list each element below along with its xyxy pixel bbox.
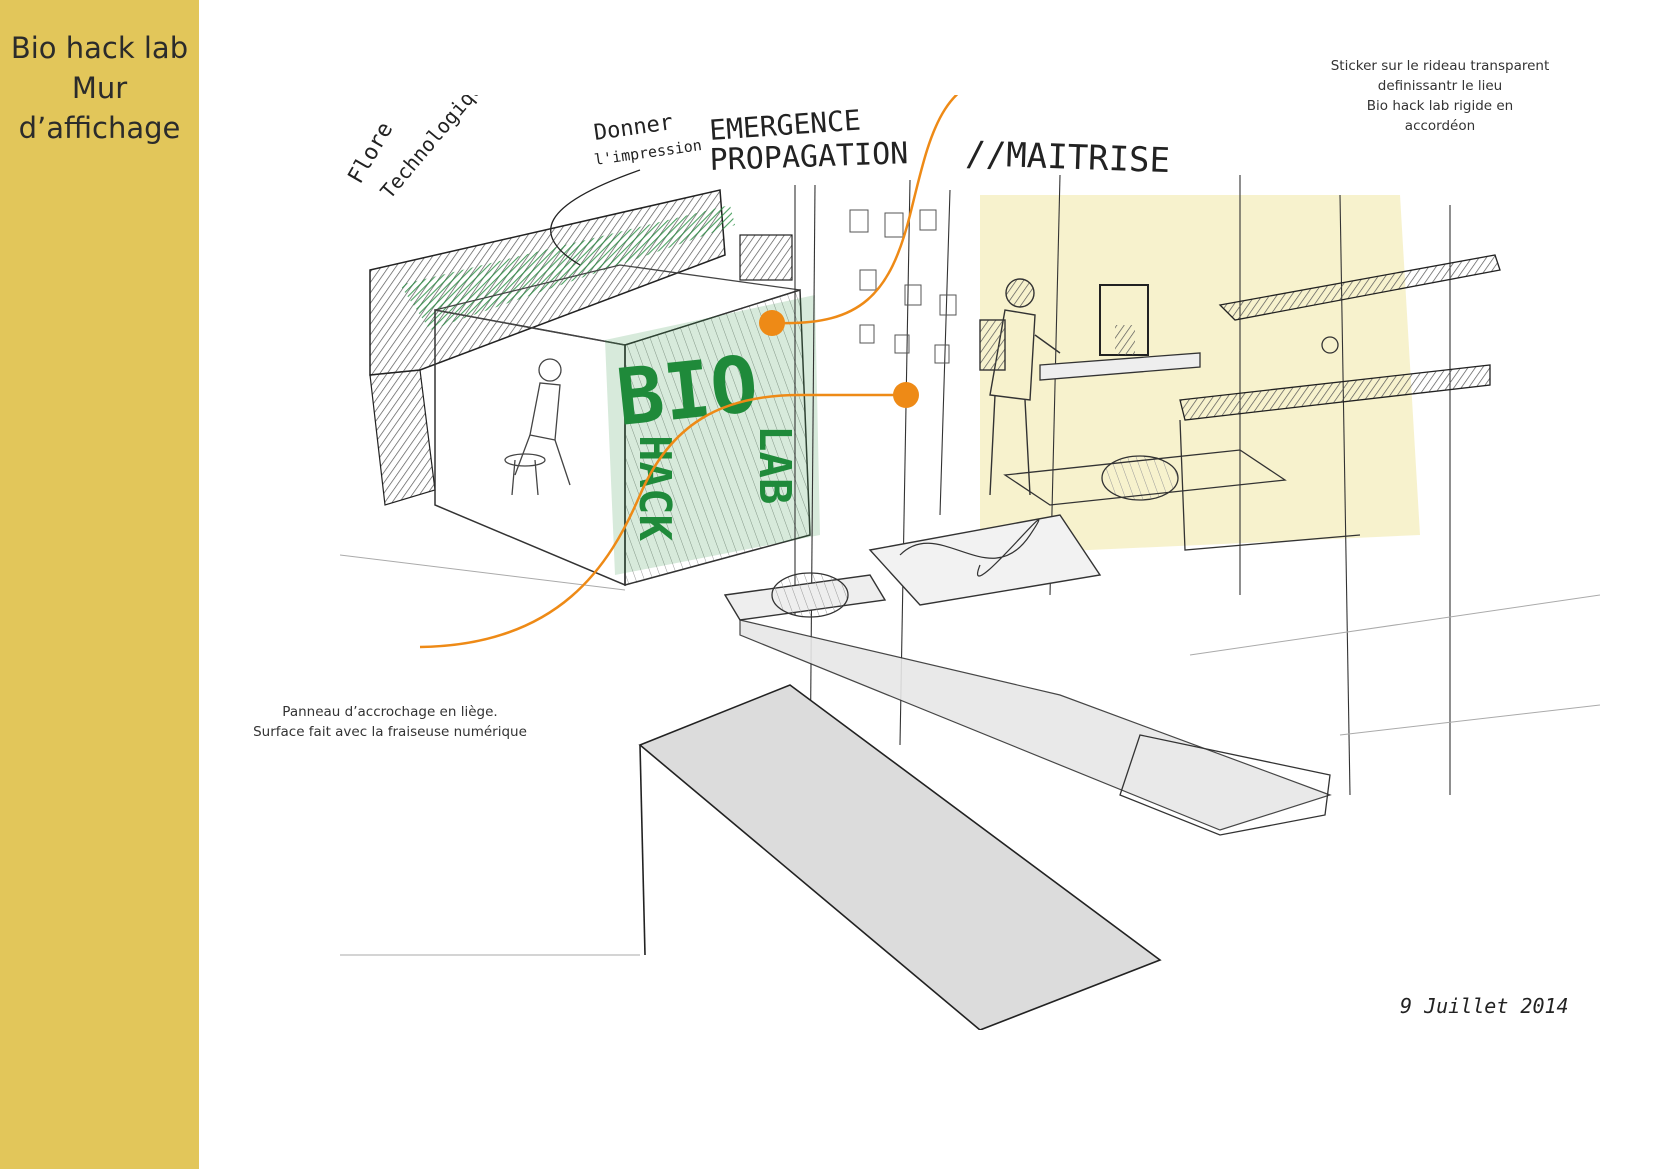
maitrise-label: //MAITRISE [965,134,1171,181]
dark-left-wall [369,369,436,506]
right-box [1179,419,1361,551]
long-table [739,619,1332,831]
title-line-1: Bio hack lab [10,31,189,65]
hanging-ornament [1321,336,1339,354]
pinned-papers [849,209,957,364]
annotation-line: Surface fait avec la fraiseuse numérique [253,724,527,740]
annotation-line: accordéon [1404,118,1476,134]
mid-right-shelf [1179,364,1491,421]
front-table-top [638,684,1162,1030]
callout-line-top [779,95,959,325]
desk-top [1039,352,1201,381]
sketch-illustration: BIO HACK LAB [340,95,1600,1030]
front-table-leg [639,744,646,956]
tangled-cables [899,519,1040,577]
pointer-line [550,169,641,266]
hack-letters: HACK [629,435,680,541]
title-line-3: d’affichage [18,111,181,145]
box-front-face [624,288,811,586]
callout-dot-bottom [893,382,919,408]
floor-lines [340,554,1600,956]
title-line-2: Mur [71,71,128,105]
date-label: 9 Juillet 2014 [1400,994,1569,1018]
suspension-cables [794,174,1451,796]
technologique-label: Technologique [375,95,494,203]
dark-screen [739,234,793,281]
standing-figure [979,278,1061,496]
annotation-line: Bio hack lab rigide en [1366,98,1514,114]
propagation-label: PROPAGATION [709,136,909,178]
annotation-line: definissantr le lieu [1377,78,1503,94]
annotation-line: Sticker sur le rideau transparent [1330,58,1550,74]
seated-figure [504,358,571,496]
green-panel [605,295,820,575]
callout-dot-top [759,310,785,336]
laptop-inner [1115,325,1135,355]
sidebar: Bio hack lab Mur d’affichage [0,0,199,1169]
yellow-highlight [980,195,1420,555]
right-long-shelf [1119,734,1331,836]
basket-right [1101,455,1179,501]
page-title: Bio hack lab Mur d’affichage [0,28,199,148]
basket-left [771,572,849,618]
annotation-line: Panneau d’accrochage en liège. [282,704,498,720]
bio-letters: BIO [613,340,763,444]
annotation-bottom-left: Panneau d’accrochage en liège. Surface f… [240,702,540,742]
middle-tray [868,514,1102,606]
upper-right-shelf [1218,254,1501,321]
annotation-top-right: Sticker sur le rideau transparent defini… [1290,56,1590,136]
callout-line-bottom [419,393,905,649]
right-table [1003,449,1287,506]
lab-letters: LAB [749,425,800,504]
